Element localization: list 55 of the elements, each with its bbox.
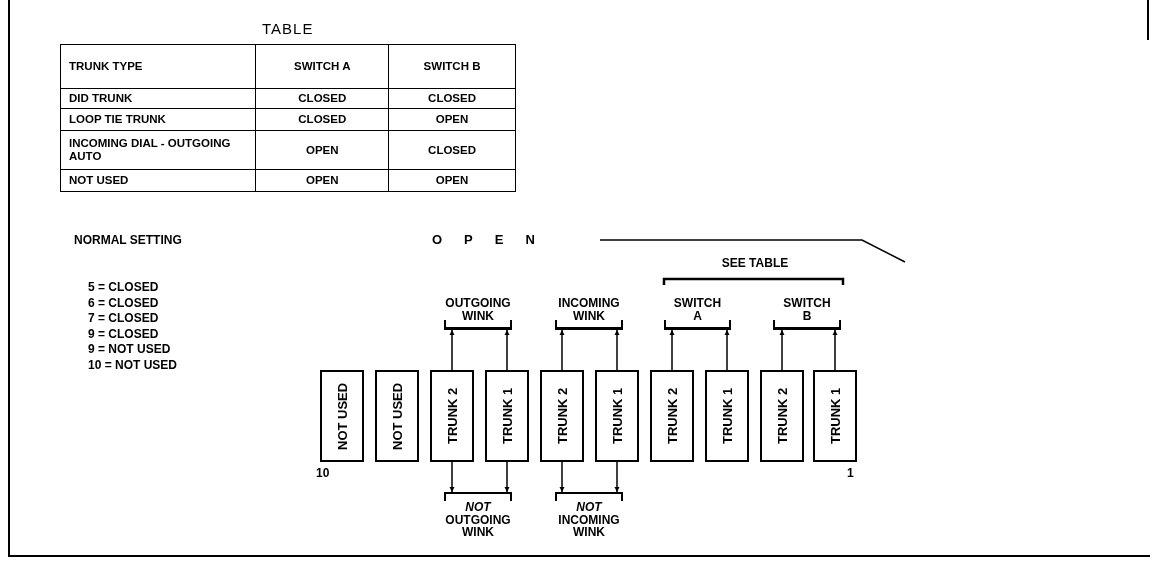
dip-switch: NOT USED xyxy=(320,370,364,462)
dip-switch: TRUNK 1 xyxy=(595,370,639,462)
table-cell: OPEN xyxy=(388,169,516,192)
table-cell: CLOSED xyxy=(255,88,389,109)
table-cell: DID TRUNK xyxy=(60,88,256,109)
arrow xyxy=(724,329,730,371)
position-number: 1 xyxy=(847,466,854,480)
arrow xyxy=(449,461,455,493)
arrow xyxy=(559,329,565,371)
table-cell: OPEN xyxy=(255,169,389,192)
arrow xyxy=(504,461,510,493)
arrow xyxy=(832,329,838,371)
bracket-label: SEE TABLE xyxy=(720,256,790,270)
table-cell: CLOSED xyxy=(388,88,516,109)
table-header: SWITCH A xyxy=(255,44,389,89)
arrow xyxy=(614,329,620,371)
table-cell: LOOP TIE TRUNK xyxy=(60,108,256,131)
bracket-label: NOT OUTGOING WINK xyxy=(445,501,511,539)
arrow xyxy=(559,461,565,493)
table-cell: CLOSED xyxy=(255,108,389,131)
table-header: SWITCH B xyxy=(388,44,516,89)
table-cell: OPEN xyxy=(388,108,516,131)
position-number: 10 xyxy=(316,466,330,480)
bracket-label: OUTGOING WINK xyxy=(445,297,511,322)
dip-switch: NOT USED xyxy=(375,370,419,462)
bracket-label: INCOMING WINK xyxy=(558,297,620,322)
table-cell: INCOMING DIAL - OUTGOING AUTO xyxy=(60,130,256,170)
table-cell: OPEN xyxy=(255,130,389,170)
setting-line: 9 = CLOSED xyxy=(88,326,159,341)
bracket-label: NOT INCOMING WINK xyxy=(558,501,620,539)
table-cell: CLOSED xyxy=(388,130,516,170)
bracket-label: SWITCH A xyxy=(673,297,722,322)
dip-switch: TRUNK 2 xyxy=(430,370,474,462)
setting-line: 10 = NOT USED xyxy=(88,357,178,372)
arrow xyxy=(614,461,620,493)
table-title: TABLE xyxy=(262,20,314,37)
heading: NORMAL SETTING xyxy=(74,233,182,247)
arrow xyxy=(669,329,675,371)
setting-line: 9 = NOT USED xyxy=(88,342,171,356)
dip-switch: TRUNK 1 xyxy=(813,370,857,462)
dip-switch: TRUNK 2 xyxy=(650,370,694,462)
dip-switch: TRUNK 2 xyxy=(760,370,804,462)
open-label: OPEN xyxy=(432,232,557,247)
table-header: TRUNK TYPE xyxy=(60,44,256,89)
table-cell: NOT USED xyxy=(60,169,256,192)
dip-switch: TRUNK 2 xyxy=(540,370,584,462)
arrow xyxy=(449,329,455,371)
dip-switch: TRUNK 1 xyxy=(485,370,529,462)
arrow xyxy=(779,329,785,371)
setting-line: 7 = CLOSED xyxy=(88,311,159,325)
setting-line: 6 = CLOSED xyxy=(88,295,159,310)
dip-switch: TRUNK 1 xyxy=(705,370,749,462)
arrow xyxy=(504,329,510,371)
bracket-label: SWITCH B xyxy=(783,297,831,322)
setting-line: 5 = CLOSED xyxy=(88,280,159,294)
